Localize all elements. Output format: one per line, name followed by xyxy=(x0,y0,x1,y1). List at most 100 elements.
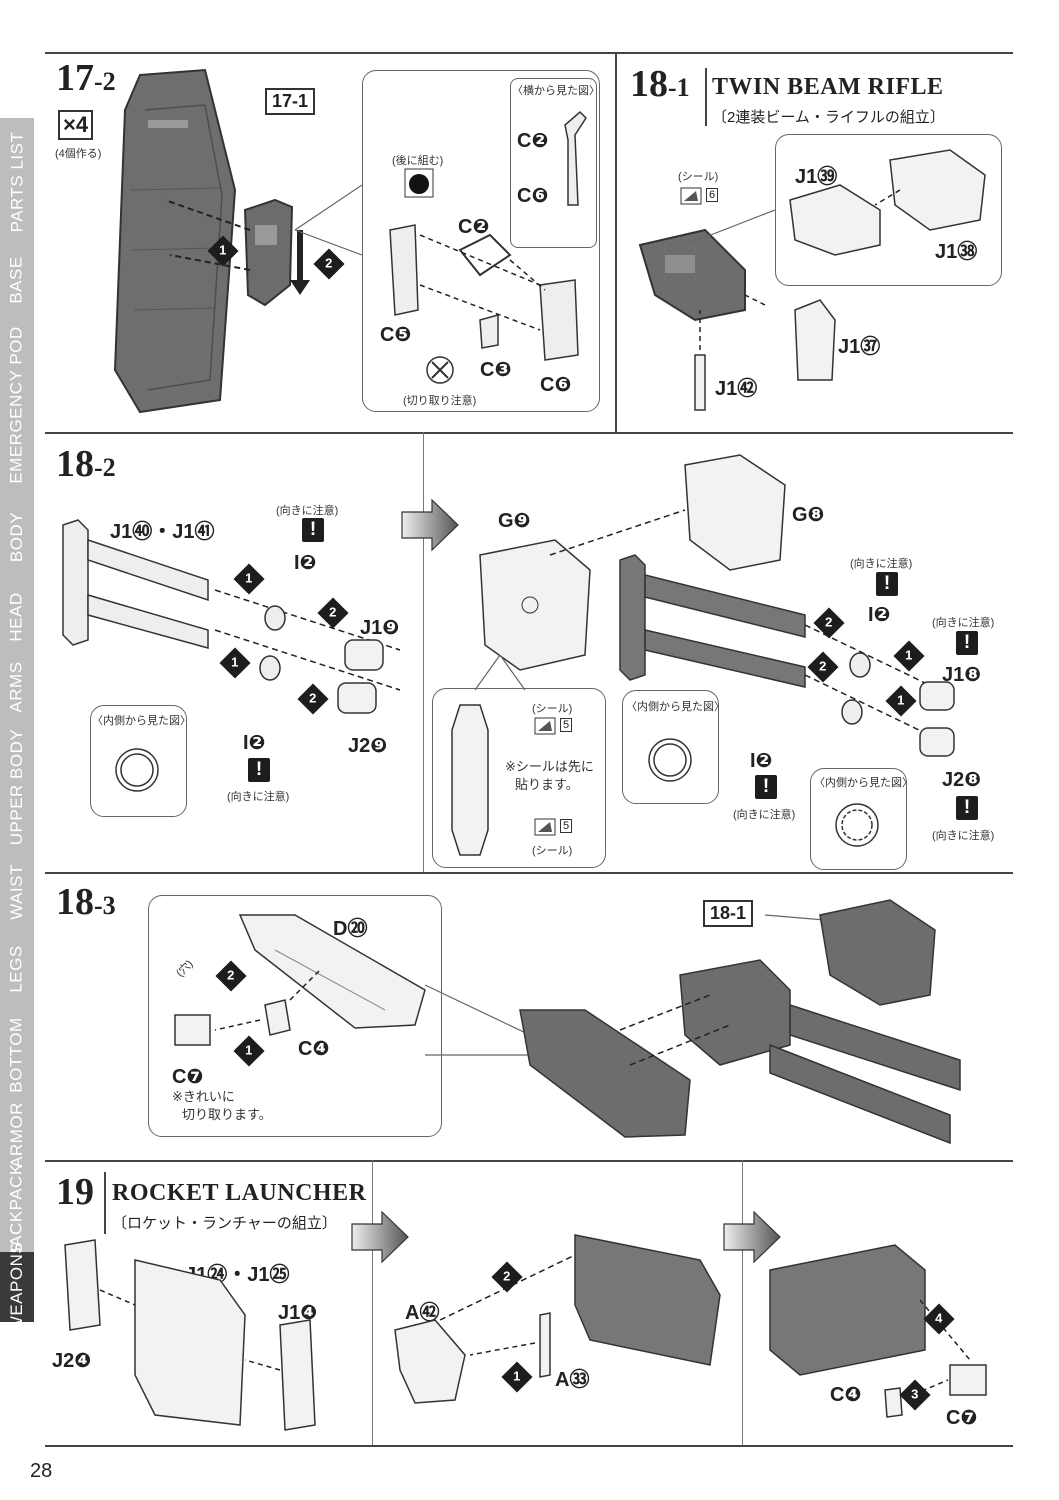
warning-icon-18-2-right-bottom: ! xyxy=(755,775,777,799)
quantity-box: ×4 xyxy=(58,110,94,140)
part-j1-40-41: J1㊵・J1㊶ xyxy=(110,521,215,543)
step-17-2-number: 17-2 xyxy=(56,57,116,99)
step-19-number: 19 xyxy=(56,1171,94,1213)
sidebar-tab-label: LEGS xyxy=(7,945,27,993)
rifle-cap-part xyxy=(794,299,836,381)
sidebar-tab-head[interactable]: HEAD xyxy=(0,578,34,658)
inside-view-ring-right-b xyxy=(835,803,879,847)
seal-frame-side-view xyxy=(451,704,489,856)
rifle-assembly-illustration xyxy=(619,899,961,1145)
launcher-final-illustration xyxy=(769,1244,987,1418)
seal-number-18-2-top: 5 xyxy=(560,718,573,732)
step-18-3-number: 18-3 xyxy=(56,881,116,923)
barrel-assembly-illustration xyxy=(619,554,806,688)
inside-view-ring-right-a xyxy=(648,738,692,782)
sidebar-tab-bottom[interactable]: BOTTOM xyxy=(0,1010,34,1102)
seal-number-18-2-bottom: 5 xyxy=(560,819,573,833)
sidebar-tab-upper-body[interactable]: UPPER BODY xyxy=(0,718,34,858)
seal-label-18-2-top: (シール) xyxy=(532,703,573,715)
section-sidebar: PARTS LIST BASE EMERGENCY POD BODY HEAD ARMS U… xyxy=(0,118,36,1448)
sidebar-tab-label: ARMOR xyxy=(7,1102,26,1168)
side-view-part xyxy=(564,110,587,206)
rule-row3 xyxy=(45,1160,1013,1162)
page-number: 28 xyxy=(30,1460,53,1482)
step-18-2-right-arrows xyxy=(804,624,955,757)
part-c4-19: C❹ xyxy=(830,1384,862,1406)
step-18-2-number: 18-2 xyxy=(56,443,116,485)
inside-view-ring-left xyxy=(115,748,159,792)
part-c6-side: C❻ xyxy=(517,185,549,207)
part-c7-19: C❼ xyxy=(946,1407,978,1429)
cut-clean-note-1: ※きれいに xyxy=(172,1089,235,1104)
cut-caution-icon xyxy=(426,356,454,384)
sidebar-tab-label: PARTS LIST xyxy=(7,131,27,233)
part-j2-8: J2❽ xyxy=(942,769,982,791)
seal-note-line2: 貼ります。 xyxy=(515,777,579,792)
step-17-2-arrows xyxy=(164,199,310,295)
seal-note-line1: ※シールは先に xyxy=(505,759,594,774)
launcher-parts-illustration-a xyxy=(64,1239,316,1431)
part-j2-9: J2❾ xyxy=(348,735,388,757)
warning-icon-18-2-right-j28: ! xyxy=(956,796,978,820)
warning-icon-18-2-right-j18: ! xyxy=(956,631,978,655)
sidebar-tab-legs[interactable]: LEGS xyxy=(0,928,34,1012)
step-19-subtitle: 〔ロケット・ランチャーの組立〕 xyxy=(112,1215,337,1232)
seal-number-18-1: 6 xyxy=(706,188,719,202)
rule-row1 xyxy=(45,432,1013,434)
part-c2: C❷ xyxy=(458,216,490,238)
frame-g8-illustration xyxy=(549,454,786,571)
sidebar-tab-base[interactable]: BASE xyxy=(0,246,34,316)
frame-g9-illustration xyxy=(479,539,591,671)
top-rule xyxy=(45,52,1013,54)
caution-18-2-right-j28: (向きに注意) xyxy=(932,830,995,842)
title-bar-19 xyxy=(104,1172,106,1234)
sidebar-tab-label: WEAPONS xyxy=(7,1241,26,1333)
seal-callout-pointer xyxy=(474,654,526,691)
caution-18-2-right-top: (向きに注意) xyxy=(850,558,913,570)
sidebar-tab-emergency-pod[interactable]: EMERGENCY POD xyxy=(0,314,34,498)
shield-part-illustration xyxy=(113,68,237,414)
part-j1-39: J1㊴ xyxy=(795,166,838,188)
sidebar-tab-label: BODY xyxy=(7,511,26,563)
step-18-2-left-arrows xyxy=(214,589,401,714)
seal-icon-18-2-bottom xyxy=(534,818,556,836)
sidebar-tab-parts-list[interactable]: PARTS LIST xyxy=(0,118,34,248)
step-18-1-subtitle: 〔2連装ビーム・ライフルの組立〕 xyxy=(712,109,945,126)
callout-parts-18-1 xyxy=(789,149,986,256)
caution-18-2-right-j18: (向きに注意) xyxy=(932,617,995,629)
seal-icon-18-1 xyxy=(680,187,702,205)
part-a42: A㊷ xyxy=(405,1302,440,1324)
part-j1-37: J1㊲ xyxy=(838,336,881,358)
side-view-inset xyxy=(510,78,597,248)
step-19-title: ROCKET LAUNCHER xyxy=(112,1180,367,1206)
flow-arrow-18-2 xyxy=(401,498,459,552)
cut-clean-note-2: 切り取ります。 xyxy=(182,1107,272,1122)
part-j1-9: J1❾ xyxy=(360,617,400,639)
sidebar-tab-label: UPPER BODY xyxy=(7,728,27,846)
rule-row2 xyxy=(45,872,1013,874)
step-18-1-title: TWIN BEAM RIFLE xyxy=(712,74,944,100)
sidebar-tab-body[interactable]: BODY xyxy=(0,496,34,580)
sidebar-tab-weapons[interactable]: WEAPONS xyxy=(0,1242,34,1332)
sidebar-tab-waist[interactable]: WAIST xyxy=(0,856,34,930)
divider-17-18 xyxy=(615,52,617,432)
part-a33: A㉝ xyxy=(555,1369,590,1391)
sidebar-tab-label: ARMS xyxy=(7,661,26,713)
seal-label-18-1: (シール) xyxy=(678,171,719,183)
caution-18-2-left-top: (向きに注意) xyxy=(276,505,339,517)
sidebar-tab-label: BOTTOM xyxy=(7,1017,27,1093)
divider-18-2 xyxy=(423,432,424,872)
flow-arrow-19a xyxy=(351,1210,409,1264)
sidebar-tab-label: EMERGENCY POD xyxy=(7,326,27,484)
part-j2-4: J2❹ xyxy=(52,1350,92,1372)
inside-view-label-18-2-right-a: 〈内側から見た図〉 xyxy=(626,701,725,713)
part-g9: G❾ xyxy=(498,510,531,532)
part-j1-4: J1❹ xyxy=(278,1302,318,1324)
sidebar-tab-arms[interactable]: ARMS xyxy=(0,656,34,720)
cover-d20-illustration xyxy=(238,914,426,1029)
flow-arrow-19b xyxy=(723,1210,781,1264)
sidebar-tab-armor[interactable]: ARMOR xyxy=(0,1100,34,1172)
divider-19b xyxy=(742,1160,743,1445)
rifle-pin-part xyxy=(694,294,766,411)
assemble-later-icon xyxy=(404,168,434,198)
